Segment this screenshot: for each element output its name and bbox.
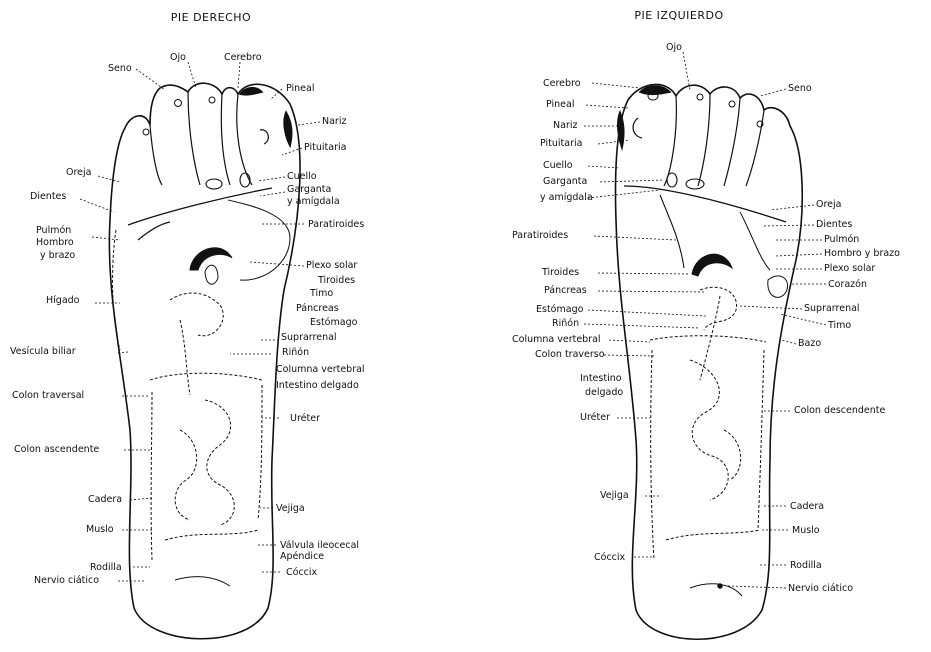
left-foot-outline bbox=[616, 84, 803, 639]
label-paratiroides: Paratiroides bbox=[308, 219, 364, 230]
label-colon-descendente: Colon descendente bbox=[794, 405, 885, 416]
label-rodilla: Rodilla bbox=[90, 562, 122, 573]
right-foot bbox=[109, 83, 300, 639]
label-coccix: Cóccix bbox=[286, 567, 318, 578]
label-garganta: Garganta bbox=[287, 184, 331, 195]
label-ureter: Uréter bbox=[290, 413, 320, 424]
label-timo: Timo bbox=[309, 288, 333, 299]
label-columna: Columna vertebral bbox=[512, 334, 601, 345]
label-pancreas: Páncreas bbox=[544, 285, 587, 296]
label-pulmon: Pulmón bbox=[824, 234, 859, 245]
right-foot-outline bbox=[109, 83, 300, 639]
label-garganta: Garganta bbox=[543, 176, 587, 187]
label-oreja: Oreja bbox=[66, 167, 91, 178]
plexo-solar-mark-left bbox=[692, 254, 732, 276]
label-cuello: Cuello bbox=[543, 160, 573, 171]
label-apendice: Apéndice bbox=[280, 551, 324, 562]
label-rinon: Riñón bbox=[552, 318, 579, 329]
label-estomago: Estómago bbox=[536, 304, 584, 315]
label-seno: Seno bbox=[108, 63, 132, 74]
label-plexo-solar: Plexo solar bbox=[306, 260, 357, 271]
left-foot-labels: Ojo Cerebro Seno Pineal Nariz Pituitaria… bbox=[512, 42, 900, 594]
label-ojo: Ojo bbox=[666, 42, 682, 53]
label-cerebro: Cerebro bbox=[543, 78, 581, 89]
label-pulmon: Pulmón bbox=[36, 225, 71, 236]
label-higado: Hígado bbox=[46, 295, 80, 306]
plexo-solar-mark-right bbox=[190, 248, 232, 270]
label-amigdala: y amígdala bbox=[540, 192, 593, 203]
label-cadera: Cadera bbox=[790, 501, 824, 512]
label-colon-traverso: Colon traverso bbox=[535, 349, 605, 360]
label-pituitaria: Pituitaria bbox=[304, 142, 346, 153]
label-suprarrenal: Suprarrenal bbox=[281, 332, 337, 343]
label-dientes: Dientes bbox=[816, 219, 852, 230]
label-bazo: Bazo bbox=[798, 338, 821, 349]
label-oreja: Oreja bbox=[816, 199, 841, 210]
label-ureter: Uréter bbox=[580, 412, 610, 423]
label-estomago: Estómago bbox=[310, 317, 358, 328]
label-hombro: Hombro bbox=[36, 237, 74, 248]
label-seno: Seno bbox=[788, 83, 812, 94]
label-pancreas: Páncreas bbox=[296, 303, 339, 314]
label-vesicula: Vesícula biliar bbox=[10, 346, 76, 357]
title-right-foot: PIE DERECHO bbox=[171, 11, 251, 24]
label-nervio: Nervio ciático bbox=[788, 583, 853, 594]
label-delgado: delgado bbox=[585, 387, 623, 398]
pineal-zone-right bbox=[284, 112, 291, 146]
label-nariz: Nariz bbox=[322, 116, 346, 127]
label-colon-ascendente: Colon ascendente bbox=[14, 444, 99, 455]
label-cerebro: Cerebro bbox=[224, 52, 262, 63]
label-brazo: y brazo bbox=[40, 250, 75, 261]
label-intestino: Intestino delgado bbox=[276, 380, 359, 391]
label-rodilla: Rodilla bbox=[790, 560, 822, 571]
label-valvula: Válvula ileocecal bbox=[280, 540, 359, 551]
label-vejiga: Vejiga bbox=[600, 490, 629, 501]
label-pituitaria: Pituitaria bbox=[540, 138, 582, 149]
label-coccix: Cóccix bbox=[594, 552, 626, 563]
label-corazon: Corazón bbox=[828, 279, 867, 290]
label-dientes: Dientes bbox=[30, 191, 66, 202]
label-pineal: Pineal bbox=[286, 83, 315, 94]
label-rinon: Riñón bbox=[282, 347, 309, 358]
label-paratiroides: Paratiroides bbox=[512, 230, 568, 241]
label-columna: Columna vertebral bbox=[276, 364, 365, 375]
label-vejiga: Vejiga bbox=[276, 503, 305, 514]
label-muslo: Muslo bbox=[792, 525, 820, 536]
label-plexo-solar: Plexo solar bbox=[824, 263, 875, 274]
right-foot-labels: Seno Ojo Cerebro Pineal Nariz Pituitaria… bbox=[10, 52, 365, 586]
label-ojo: Ojo bbox=[170, 52, 186, 63]
label-amigdala: y amígdala bbox=[287, 196, 340, 207]
label-nariz: Nariz bbox=[553, 120, 577, 131]
label-suprarrenal: Suprarrenal bbox=[804, 303, 860, 314]
label-pineal: Pineal bbox=[546, 99, 575, 110]
label-cadera: Cadera bbox=[88, 494, 122, 505]
label-intestino: Intestino bbox=[580, 373, 622, 384]
label-muslo: Muslo bbox=[86, 524, 114, 535]
label-colon-traversal: Colon traversal bbox=[12, 390, 84, 401]
title-left-foot: PIE IZQUIERDO bbox=[634, 9, 723, 22]
left-foot bbox=[616, 84, 803, 639]
label-tiroides: Tiroides bbox=[541, 267, 579, 278]
label-timo: Timo bbox=[827, 320, 851, 331]
label-cuello: Cuello bbox=[287, 171, 317, 182]
label-nervio: Nervio ciático bbox=[34, 575, 99, 586]
label-tiroides: Tiroides bbox=[317, 275, 355, 286]
label-hombro: Hombro y brazo bbox=[824, 248, 900, 259]
pineal-zone-left bbox=[618, 112, 624, 148]
